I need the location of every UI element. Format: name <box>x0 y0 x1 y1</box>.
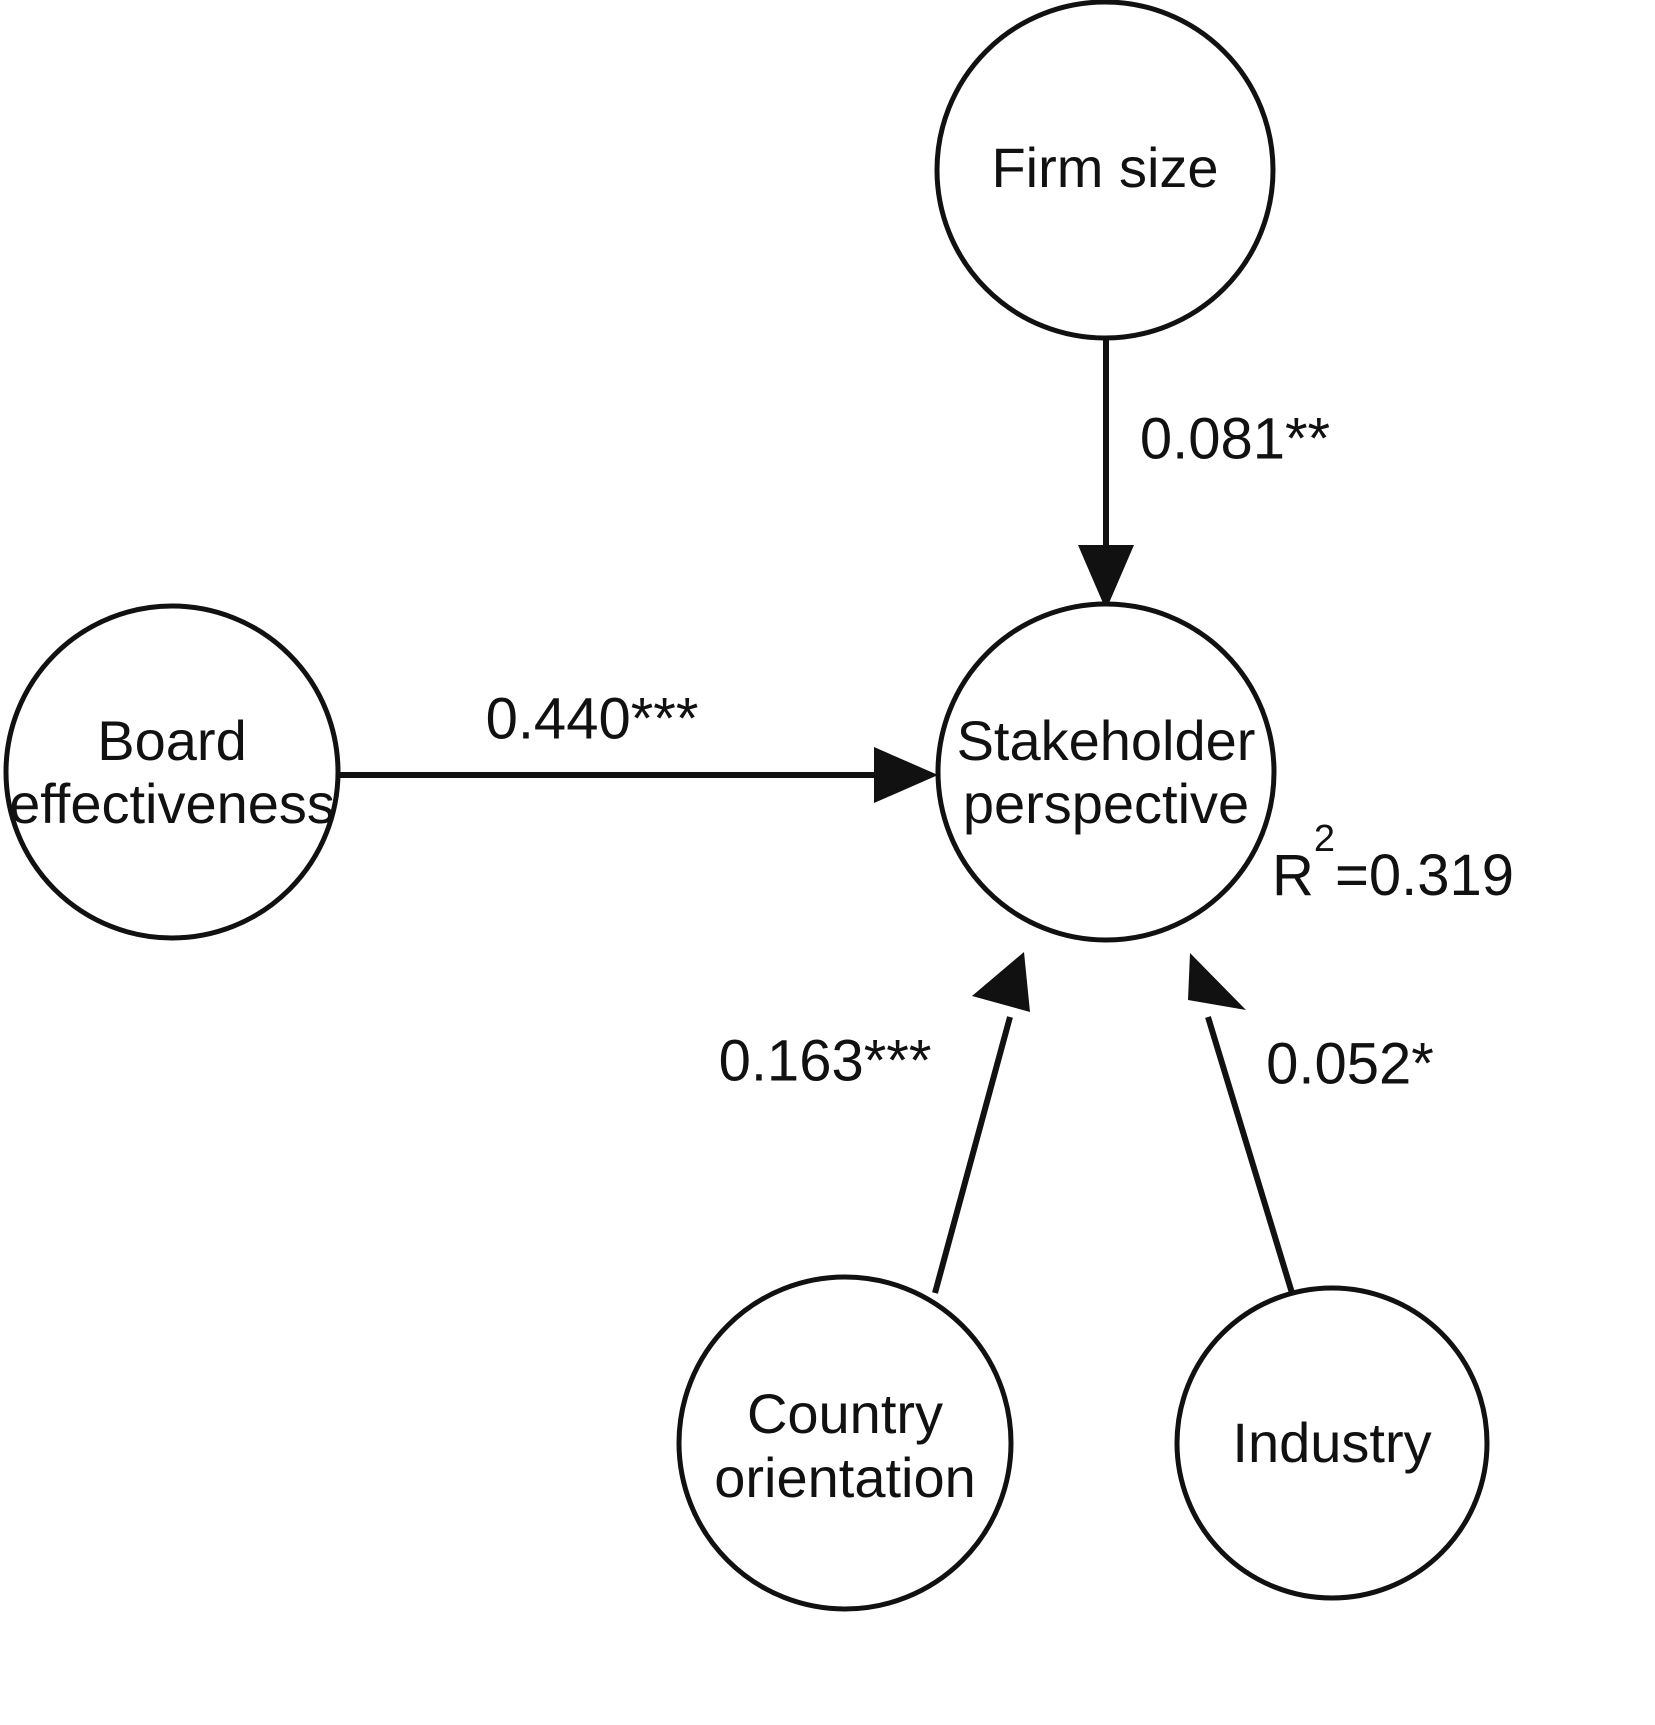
node-circle-board-effectiveness[interactable] <box>3 603 341 941</box>
r-squared-base: R <box>1272 843 1314 908</box>
edge-industry-to-stakeholder <box>1188 953 1295 1294</box>
r-squared-annotation: R2=0.319 <box>1272 818 1514 908</box>
node-label-country-orientation-line2: orientation <box>714 1446 976 1509</box>
arrowhead-country-orientation <box>972 952 1030 1012</box>
node-circle-stakeholder-perspective[interactable] <box>935 601 1277 943</box>
r-squared-value: =0.319 <box>1335 843 1514 908</box>
node-firm-size[interactable]: Firm size <box>934 0 1276 341</box>
node-stakeholder-perspective[interactable]: Stakeholder perspective <box>935 601 1277 943</box>
node-label-country-orientation-line1: Country <box>747 1382 943 1445</box>
edge-label-country-orientation-to-stakeholder: 0.163*** <box>719 1028 932 1093</box>
node-label-stakeholder-perspective-line2: perspective <box>963 772 1249 835</box>
node-label-board-effectiveness-line1: Board <box>97 709 246 772</box>
edge-line-industry <box>1205 1016 1295 1294</box>
node-label-firm-size: Firm size <box>991 136 1218 199</box>
arrowhead-board-effectiveness <box>874 747 938 803</box>
arrowhead-industry <box>1188 953 1246 1010</box>
node-label-stakeholder-perspective-line1: Stakeholder <box>957 709 1256 772</box>
edge-line-country-orientation <box>932 1016 1013 1294</box>
node-circle-firm-size[interactable] <box>934 0 1276 341</box>
edge-country-orientation-to-stakeholder <box>932 952 1030 1294</box>
edge-board-effectiveness-to-stakeholder <box>338 747 938 803</box>
edge-label-industry-to-stakeholder: 0.052* <box>1266 1031 1434 1096</box>
node-industry[interactable]: Industry <box>1174 1285 1490 1601</box>
edge-label-firm-size-to-stakeholder: 0.081** <box>1140 406 1330 471</box>
node-label-board-effectiveness-line2: effectiveness <box>9 772 335 835</box>
node-label-industry: Industry <box>1232 1411 1431 1474</box>
node-circle-country-orientation[interactable] <box>676 1274 1014 1612</box>
edge-firm-size-to-stakeholder <box>1078 340 1134 610</box>
edge-label-board-effectiveness-to-stakeholder: 0.440*** <box>486 686 699 751</box>
r-squared-superscript: 2 <box>1314 818 1335 860</box>
arrowhead-firm-size <box>1078 545 1134 610</box>
node-board-effectiveness[interactable]: Board effectiveness <box>3 603 341 941</box>
node-country-orientation[interactable]: Country orientation <box>676 1274 1014 1612</box>
node-circle-industry[interactable] <box>1174 1285 1490 1601</box>
